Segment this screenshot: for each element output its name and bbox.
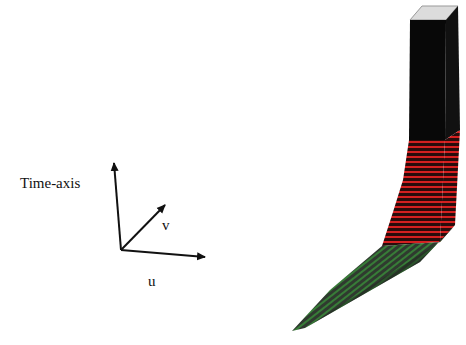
bent-prism: [292, 6, 460, 331]
axis-label: Time-axis: [20, 176, 80, 191]
axis-label: v: [162, 218, 170, 233]
axes: [114, 163, 205, 257]
axis-label: u: [148, 274, 156, 289]
